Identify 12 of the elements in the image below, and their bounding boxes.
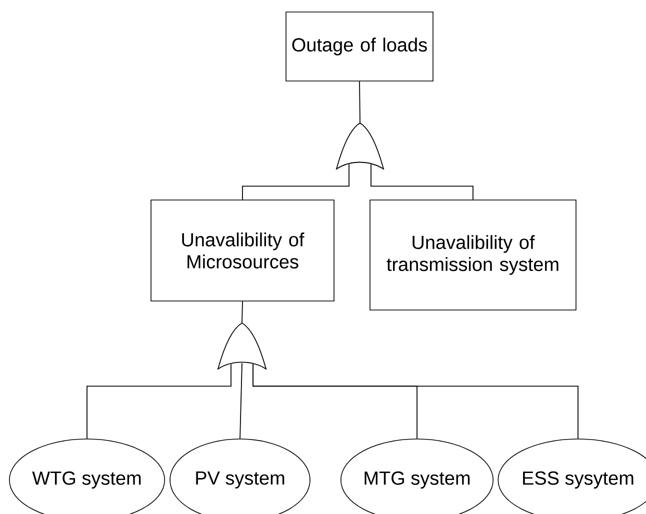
- connector-line: [242, 164, 350, 200]
- connector-line: [86, 364, 232, 440]
- connector-line: [252, 364, 578, 440]
- event-box: Outage of loads: [286, 12, 434, 82]
- event-box: Unavalibility of transmission system: [370, 200, 576, 310]
- connector-line: [359, 80, 360, 124]
- connector-line: [242, 300, 243, 324]
- or-gate: [218, 322, 266, 370]
- or-gate: [336, 122, 384, 170]
- connector-line: [370, 164, 474, 200]
- connector-line: [240, 362, 242, 440]
- event-box: Unavalibility of Microsources: [150, 200, 334, 302]
